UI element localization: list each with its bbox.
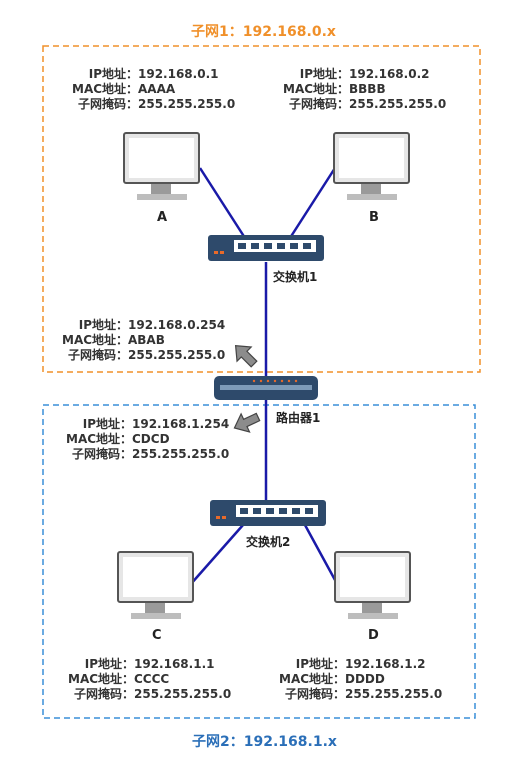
mask-key: 子网掩码：: [288, 97, 349, 111]
mask-value: 255.255.255.0: [134, 687, 232, 701]
arrow-icon-router-to-subnet2: [233, 412, 261, 433]
host-a-info: IP地址：192.168.0.1 MAC地址：AAAA 子网掩码：255.255…: [72, 67, 235, 112]
subnet1-box: [42, 45, 481, 373]
link-switch2-d: [303, 524, 337, 581]
mac-key: MAC地址：: [66, 432, 133, 446]
ip-key: IP地址：: [82, 417, 132, 431]
router-subnet2-info: IP地址：192.168.1.254 MAC地址：CDCD 子网掩码：255.2…: [66, 417, 229, 462]
mac-value: ABAB: [128, 333, 165, 347]
host-label-d: D: [368, 628, 379, 643]
mac-value: CCCC: [134, 672, 170, 686]
mac-value: AAAA: [138, 82, 176, 96]
mask-key: 子网掩码：: [67, 348, 128, 362]
mac-key: MAC地址：: [283, 82, 350, 96]
link-switch2-c: [189, 524, 244, 586]
switch1-label: 交换机1: [273, 270, 318, 284]
ip-key: IP地址：: [84, 657, 134, 671]
link-a-switch1: [198, 167, 247, 239]
router-subnet1-info: IP地址：192.168.0.254 MAC地址：ABAB 子网掩码：255.2…: [62, 318, 225, 363]
mask-value: 255.255.255.0: [349, 97, 447, 111]
computer-icon-b: [333, 132, 410, 200]
ip-value: 192.168.1.1: [134, 657, 215, 671]
switch2-label: 交换机2: [246, 535, 291, 549]
subnet2-title: 子网2：192.168.1.x: [192, 734, 337, 750]
mask-key: 子网掩码：: [77, 97, 138, 111]
mask-value: 255.255.255.0: [128, 348, 226, 362]
ip-key: IP地址：: [78, 318, 128, 332]
host-label-b: B: [369, 210, 379, 225]
ip-value: 192.168.1.254: [132, 417, 230, 431]
ip-value: 192.168.0.254: [128, 318, 226, 332]
arrow-icon-router-to-subnet1: [234, 344, 258, 368]
ip-key: IP地址：: [295, 657, 345, 671]
mask-value: 255.255.255.0: [138, 97, 236, 111]
subnet1-title: 子网1：192.168.0.x: [191, 24, 336, 40]
router-icon: [214, 376, 318, 400]
host-label-c: C: [152, 628, 162, 643]
mac-value: BBBB: [349, 82, 386, 96]
link-b-switch1: [288, 167, 337, 239]
ip-key: IP地址：: [88, 67, 138, 81]
router-label: 路由器1: [276, 411, 321, 425]
mac-key: MAC地址：: [279, 672, 346, 686]
mac-key: MAC地址：: [68, 672, 135, 686]
mask-key: 子网掩码：: [73, 687, 134, 701]
computer-icon-c: [117, 551, 194, 619]
mask-value: 255.255.255.0: [345, 687, 443, 701]
subnet2-box: [42, 404, 476, 719]
switch-icon-2: [210, 500, 326, 526]
mac-value: DDDD: [345, 672, 385, 686]
ip-value: 192.168.1.2: [345, 657, 426, 671]
computer-icon-a: [123, 132, 200, 200]
ip-value: 192.168.0.2: [349, 67, 430, 81]
host-label-a: A: [157, 210, 168, 225]
ip-key: IP地址：: [299, 67, 349, 81]
mask-value: 255.255.255.0: [132, 447, 230, 461]
mask-key: 子网掩码：: [284, 687, 345, 701]
switch-icon-1: [208, 235, 324, 261]
mac-value: CDCD: [132, 432, 170, 446]
host-b-info: IP地址：192.168.0.2 MAC地址：BBBB 子网掩码：255.255…: [283, 67, 446, 112]
computer-icon-d: [334, 551, 411, 619]
mac-key: MAC地址：: [62, 333, 129, 347]
host-c-info: IP地址：192.168.1.1 MAC地址：CCCC 子网掩码：255.255…: [68, 657, 231, 702]
mac-key: MAC地址：: [72, 82, 139, 96]
host-d-info: IP地址：192.168.1.2 MAC地址：DDDD 子网掩码：255.255…: [279, 657, 442, 702]
mask-key: 子网掩码：: [71, 447, 132, 461]
ip-value: 192.168.0.1: [138, 67, 219, 81]
